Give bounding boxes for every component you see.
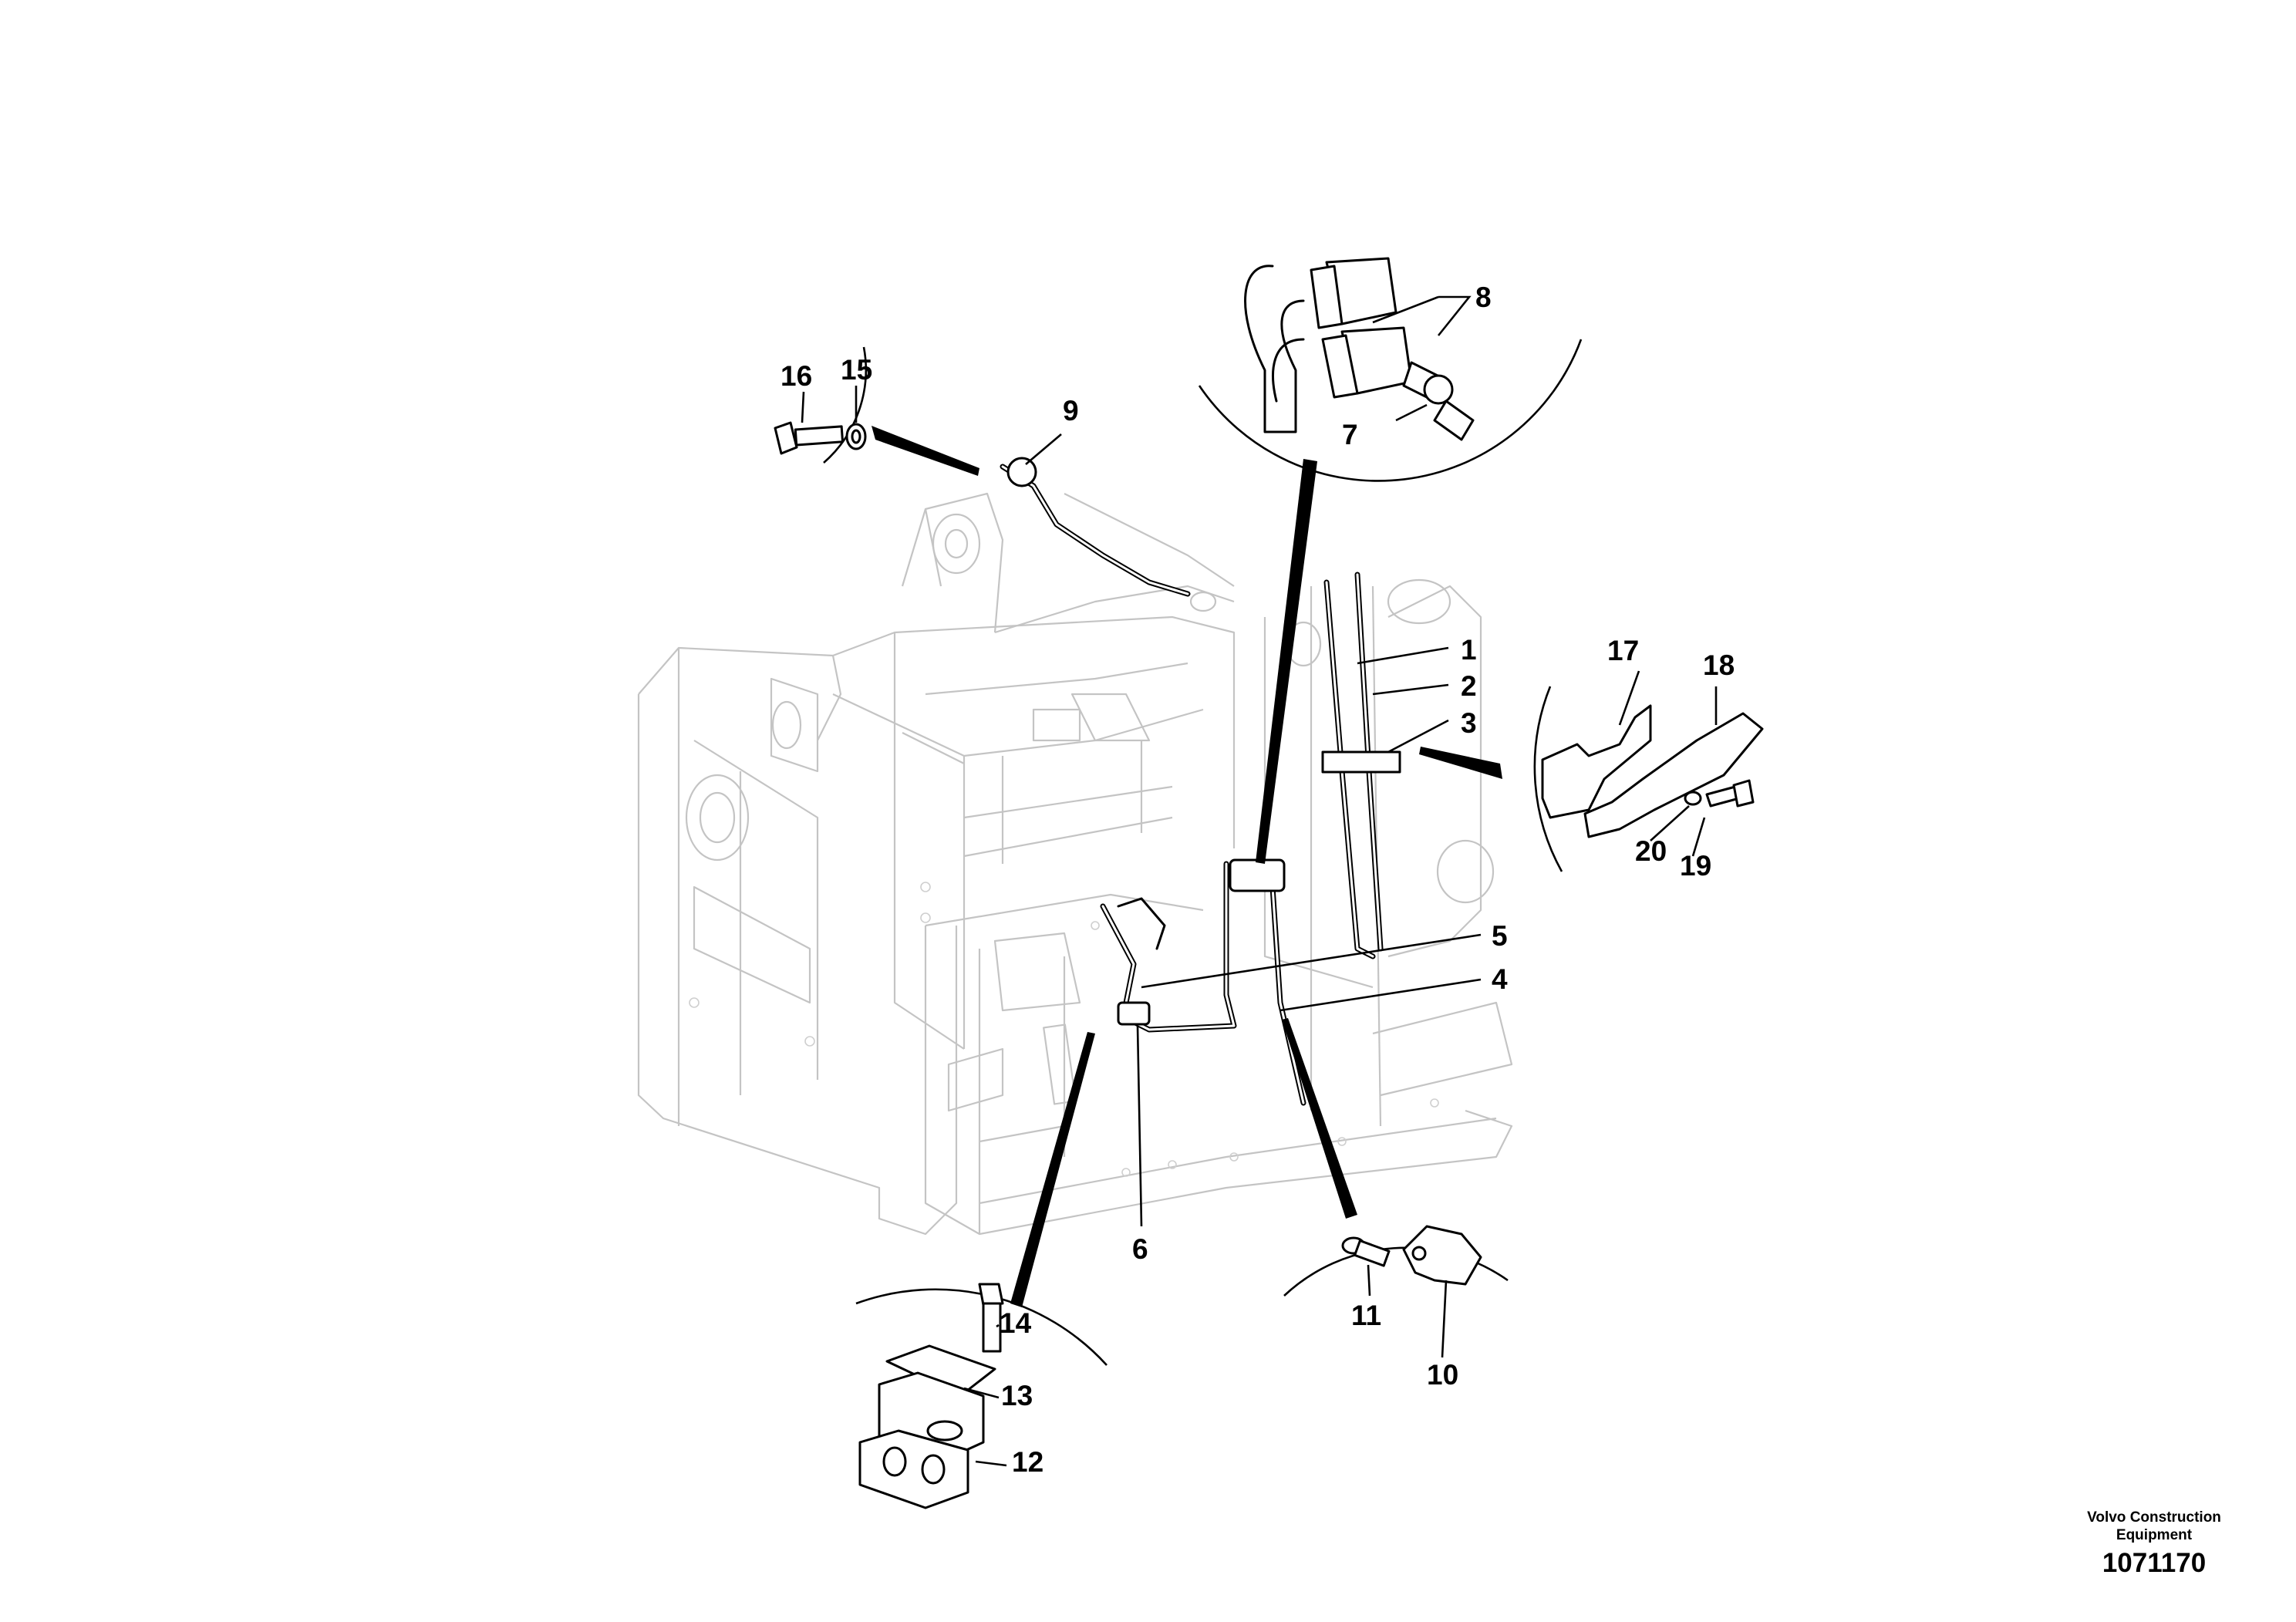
pointer-top — [1256, 459, 1317, 864]
callout-16: 16 — [781, 360, 812, 392]
callout-8: 8 — [1475, 282, 1492, 313]
leader-lines — [1025, 295, 1482, 1227]
callout-11: 11 — [1351, 1300, 1381, 1331]
pointer-right — [1419, 747, 1502, 779]
detail-bolt-washer-left — [774, 421, 867, 455]
pointer-left — [872, 426, 979, 476]
callout-2: 2 — [1461, 670, 1477, 702]
callout-15: 15 — [841, 354, 872, 386]
callout-labels: 1 2 3 4 5 6 7 8 9 10 11 12 13 14 15 16 1… — [781, 282, 1735, 1478]
callout-12: 12 — [1012, 1446, 1043, 1478]
callout-17: 17 — [1607, 635, 1639, 666]
callout-18: 18 — [1703, 649, 1735, 681]
machine-frame-ghost — [637, 492, 1513, 1236]
detail-clip-lower-right — [1341, 1225, 1482, 1286]
detail-clamp-right — [1541, 704, 1764, 838]
pointer-lower-left — [1010, 1032, 1095, 1307]
brand-line-2: Equipment — [2116, 1527, 2193, 1543]
detail-leaders — [801, 386, 1718, 1467]
callout-19: 19 — [1680, 850, 1711, 882]
callout-3: 3 — [1461, 707, 1477, 739]
hose-assembly — [1000, 457, 1401, 1106]
callout-14: 14 — [1000, 1307, 1032, 1339]
callout-13: 13 — [1001, 1380, 1033, 1411]
callout-7: 7 — [1342, 419, 1358, 450]
detail-arcs — [823, 339, 1583, 1366]
brand-line-1: Volvo Construction — [2087, 1509, 2221, 1526]
detail-clamp-lower-left — [858, 1283, 1004, 1509]
callout-1: 1 — [1461, 634, 1477, 666]
callout-9: 9 — [1063, 395, 1079, 427]
callout-5: 5 — [1492, 920, 1508, 952]
detail-hose-ends — [1244, 257, 1475, 441]
pointer-lower-right — [1282, 1018, 1357, 1219]
callout-6: 6 — [1132, 1233, 1148, 1265]
drawing-number: 1071170 — [2102, 1548, 2207, 1578]
callout-10: 10 — [1427, 1359, 1458, 1391]
callout-4: 4 — [1492, 963, 1508, 995]
